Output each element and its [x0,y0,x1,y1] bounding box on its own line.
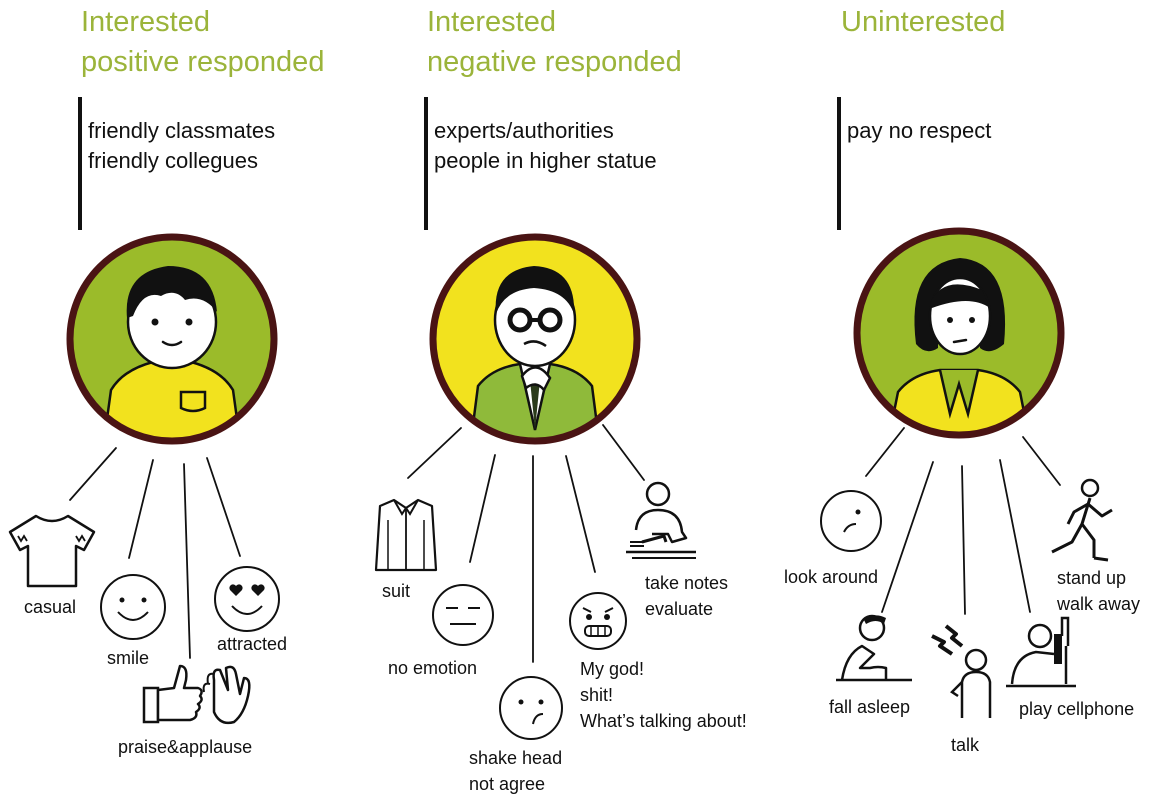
group-3-description: pay no respect [847,118,992,143]
connector-smile [128,459,154,559]
connector-fall-asleep [881,461,934,613]
connector-praise [183,463,191,659]
group-1-title: Interested positive responded [81,6,325,78]
behavior-praise-applause: praise&applause [118,737,253,757]
behavior-talk: talk [951,735,980,755]
connector-no-emotion [469,454,496,563]
take-notes-icon [626,481,696,559]
connector-talk [961,465,966,615]
behavior-play-cellphone: play cellphone [1019,699,1135,719]
group-2-description: experts/authorities people in higher sta… [434,118,657,173]
connector-look-around [865,427,905,477]
expert-avatar [429,233,641,445]
tshirt-icon [8,514,96,588]
heart-eyes-face-icon [214,566,280,632]
group-2-title: Interested negative responded [427,6,682,78]
behavior-suit: suit [382,581,411,601]
look-around-face-icon [820,490,882,552]
behavior-take-notes: take notes evaluate [645,573,729,619]
shocked-face-icon [569,592,627,650]
behavior-fall-asleep: fall asleep [829,697,911,717]
behavior-walk-away: stand up walk away [1057,568,1141,614]
suit-shirt-icon [374,498,438,572]
connector-suit [407,427,462,479]
friendly-classmate-avatar [66,233,278,445]
behavior-attracted: attracted [217,634,288,654]
uninterested-avatar [853,227,1065,439]
walking-person-icon [1051,478,1113,562]
group-3-title: Uninterested [841,6,1006,38]
group-3-divider [837,97,841,230]
group-1-description: friendly classmates friendly collegues [88,118,276,173]
connector-take-notes [602,424,645,481]
group-1-divider [78,97,82,230]
fall-asleep-icon [836,614,912,682]
connector-my-god [565,455,596,573]
connector-play-cellphone [999,459,1031,613]
behavior-my-god: My god! shit! What’s talking about! [580,659,747,731]
smile-face-icon [100,574,166,640]
behavior-no-emotion: no emotion [388,658,478,678]
behavior-shake-head: shake head not agree [469,748,563,794]
frown-face-icon [499,676,563,740]
thumbs-up-clap-icon [142,664,251,725]
talk-icon [931,624,992,718]
behavior-smile: smile [107,648,150,668]
group-2-divider [424,97,428,230]
behavior-look-around: look around [784,567,879,587]
neutral-face-icon [432,584,494,646]
cellphone-user-icon [1006,616,1076,688]
connector-casual [69,447,117,501]
connector-walk-away [1022,436,1061,486]
behavior-casual: casual [24,597,77,617]
connector-attracted [206,457,241,557]
